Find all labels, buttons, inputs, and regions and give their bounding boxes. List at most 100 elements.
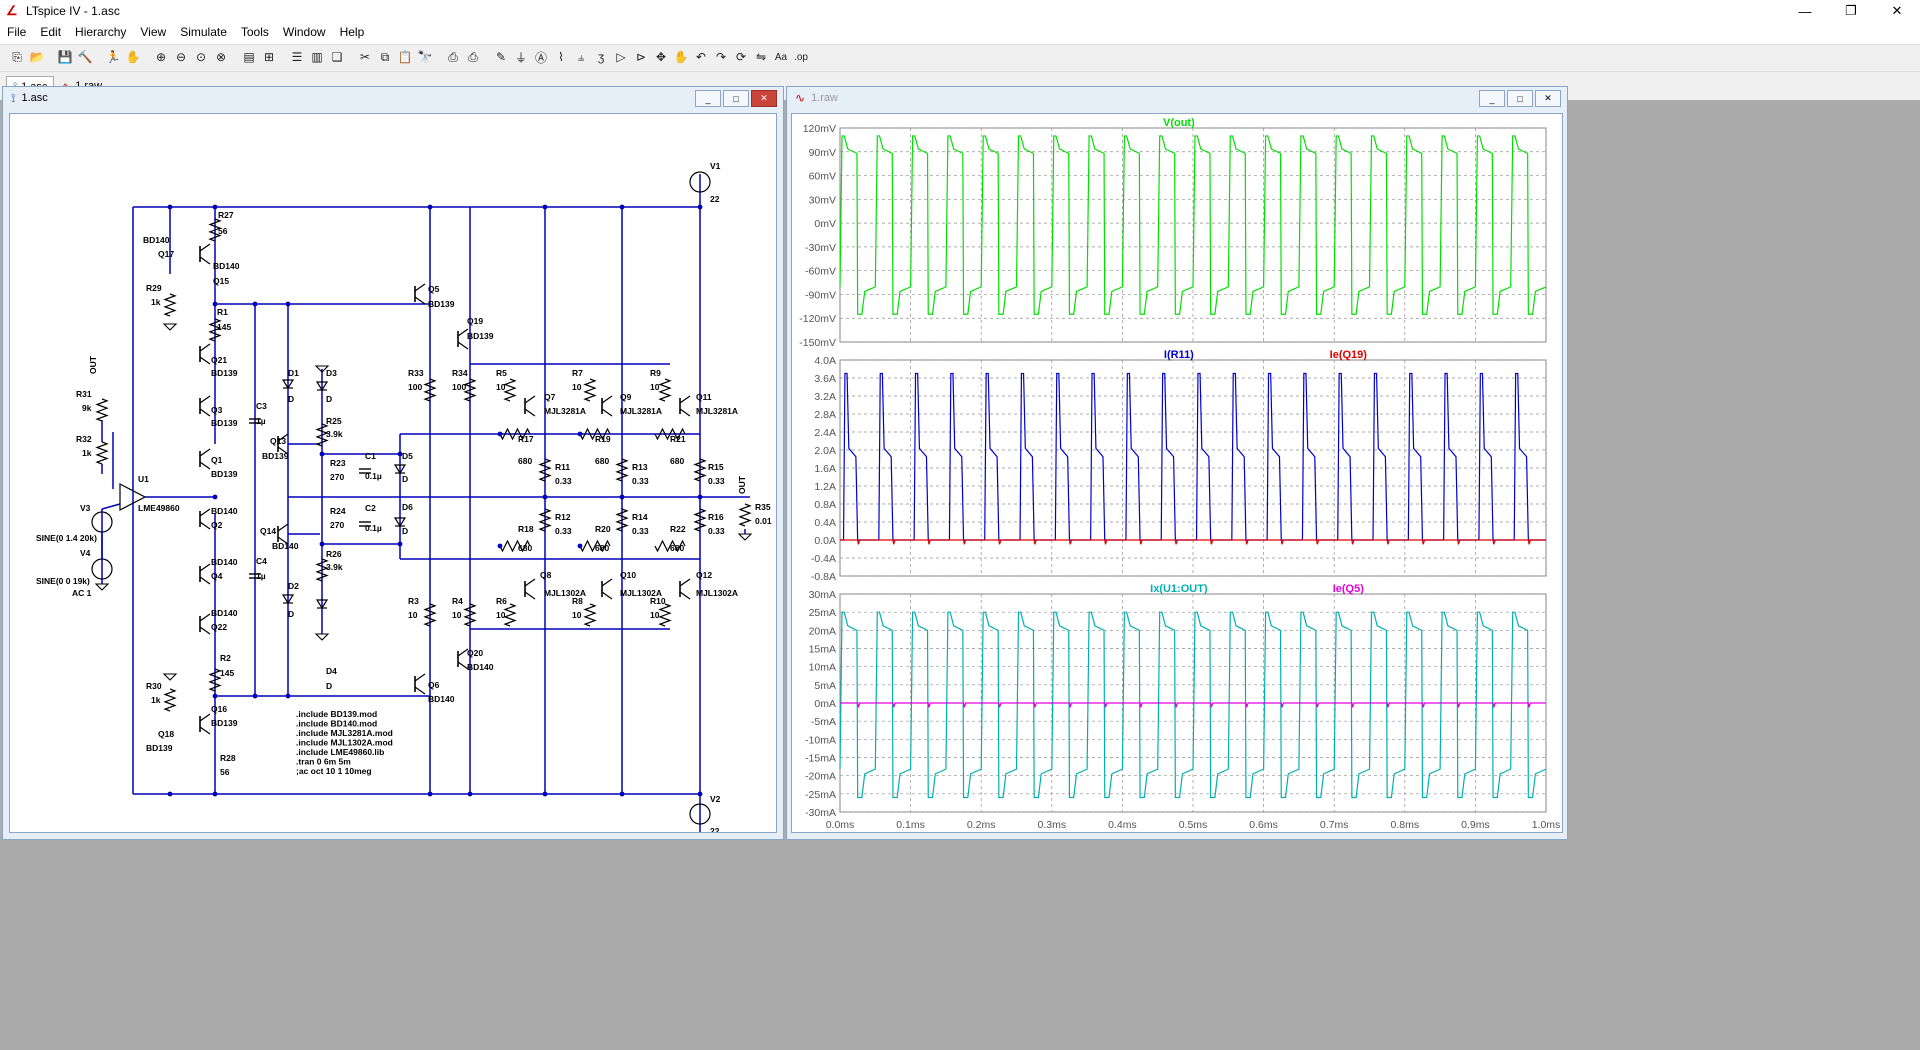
cascade-icon[interactable]: ❏ — [331, 50, 343, 64]
text-icon[interactable]: Aa — [774, 51, 788, 63]
component-icon[interactable]: ⊳ — [635, 50, 647, 64]
schematic-close-button[interactable]: ✕ — [751, 90, 777, 107]
transistor-collector — [601, 578, 613, 587]
component-label: Q20 — [467, 648, 483, 658]
component-label: D5 — [402, 451, 413, 461]
zoom-in-icon[interactable]: ⊕ — [155, 50, 167, 64]
copy-icon[interactable]: ⧉ — [380, 49, 390, 64]
junction — [427, 204, 433, 210]
waveform-close-button[interactable]: ✕ — [1535, 90, 1561, 107]
component-label: 100 — [408, 382, 422, 392]
capacitor-icon[interactable]: ⫨ — [577, 49, 585, 64]
voltage-source — [689, 803, 711, 825]
resistor — [738, 503, 752, 527]
label-icon[interactable]: Ⓐ — [534, 50, 547, 65]
print-icon[interactable]: ⎙ — [448, 49, 458, 64]
resistor — [208, 668, 222, 692]
y-tick-label: 20mA — [809, 625, 836, 637]
component-label: 145 — [217, 322, 231, 332]
undo-icon[interactable]: ↶ — [695, 50, 707, 64]
y-tick-label: -15mA — [805, 753, 836, 765]
component-label: R9 — [650, 368, 661, 378]
wire-icon[interactable]: ✎ — [495, 50, 507, 64]
y-tick-label: -0.4A — [811, 553, 836, 565]
waveform-plot: 120mV90mV60mV30mV0mV-30mV-60mV-90mV-120m… — [799, 117, 1560, 831]
new-schematic-icon[interactable]: ⎘ — [12, 49, 22, 64]
print-preview-icon[interactable]: ⎙ — [468, 49, 478, 64]
maximize-button[interactable]: ❐ — [1845, 3, 1857, 18]
component-label: R4 — [452, 596, 463, 606]
component-label: R8 — [572, 596, 583, 606]
waveform-maximize-button[interactable]: □ — [1507, 90, 1533, 107]
inductor-icon[interactable]: ʒ — [597, 50, 605, 64]
paste-icon[interactable]: 📋 — [397, 50, 413, 64]
mirror-icon[interactable]: ⇋ — [755, 50, 767, 64]
diode-icon[interactable]: ▷ — [616, 50, 626, 64]
tile-vertical-icon[interactable]: ▥ — [311, 50, 323, 64]
menu-window[interactable]: Window — [282, 25, 326, 39]
transistor-collector — [199, 243, 211, 252]
ground-icon[interactable]: ⏚ — [514, 50, 527, 65]
legend-label: Ie(Q19) — [1330, 349, 1368, 361]
menu-view[interactable]: View — [140, 25, 167, 39]
open-icon[interactable]: 📂 — [29, 50, 45, 64]
component-label: 10 — [572, 610, 582, 620]
resistor-icon[interactable]: ⌇ — [558, 50, 564, 64]
ground-symbol — [314, 633, 330, 641]
zoom-cancel-icon[interactable]: ⊗ — [215, 50, 227, 64]
menu-hierarchy[interactable]: Hierarchy — [75, 25, 127, 39]
component-label: V1 — [710, 161, 721, 171]
component-label: 0.1µ — [365, 523, 382, 533]
menu-file[interactable]: File — [7, 25, 27, 39]
drag-icon[interactable]: ✋ — [673, 50, 689, 64]
spice-directive-icon[interactable]: .op — [794, 51, 808, 63]
rotate-icon[interactable]: ⟳ — [735, 50, 747, 64]
tile-horizontal-icon[interactable]: ☰ — [291, 50, 303, 64]
transistor-emitter — [199, 521, 211, 530]
y-tick-label: -25mA — [805, 789, 836, 801]
transistor-emitter — [601, 591, 613, 600]
control-panel-icon[interactable]: 🔨 — [77, 50, 93, 64]
menu-tools[interactable]: Tools — [240, 25, 269, 39]
y-tick-label: 0.8A — [814, 499, 836, 511]
find-icon[interactable]: 🔭 — [417, 50, 433, 64]
move-icon[interactable]: ✥ — [655, 50, 667, 64]
zoom-out-icon[interactable]: ⊖ — [175, 50, 187, 64]
waveform-minimize-button[interactable]: _ — [1479, 90, 1505, 107]
transistor-collector — [277, 433, 289, 442]
spice-directive: ;ac oct 10 1 10meg — [296, 766, 372, 776]
component-label: Q8 — [540, 570, 552, 580]
menu-edit[interactable]: Edit — [40, 25, 62, 39]
cut-icon[interactable]: ✂ — [359, 50, 371, 64]
minimize-button[interactable]: — — [1798, 3, 1812, 19]
component-label: BD139 — [467, 331, 494, 341]
component-label: R18 — [518, 524, 534, 534]
run-icon[interactable]: 🏃 — [105, 50, 121, 64]
autorange-icon[interactable]: ▤ — [243, 50, 255, 64]
menu-help[interactable]: Help — [339, 25, 365, 39]
component-label: 0.33 — [632, 476, 649, 486]
schematic-title: 1.asc — [21, 92, 48, 104]
junction — [542, 791, 548, 797]
zoom-fit-icon[interactable]: ⊙ — [195, 50, 207, 64]
y-tick-label: 3.6A — [814, 373, 836, 385]
y-tick-label: 120mV — [803, 123, 836, 135]
grid-icon[interactable]: ⊞ — [263, 50, 275, 64]
resistor — [95, 398, 109, 422]
junction — [319, 451, 325, 457]
component-label: 0.33 — [555, 526, 572, 536]
component-label: 1µ — [256, 571, 266, 581]
save-icon[interactable]: 💾 — [57, 50, 73, 64]
redo-icon[interactable]: ↷ — [715, 50, 727, 64]
junction — [285, 301, 291, 307]
close-button[interactable]: ✕ — [1891, 3, 1903, 18]
schematic-maximize-button[interactable]: □ — [723, 90, 749, 107]
schematic-minimize-button[interactable]: _ — [695, 90, 721, 107]
component-label: 3.9k — [326, 429, 343, 439]
menu-simulate[interactable]: Simulate — [180, 25, 227, 39]
halt-icon[interactable]: ✋ — [125, 50, 141, 64]
component-label: Q13 — [270, 436, 286, 446]
